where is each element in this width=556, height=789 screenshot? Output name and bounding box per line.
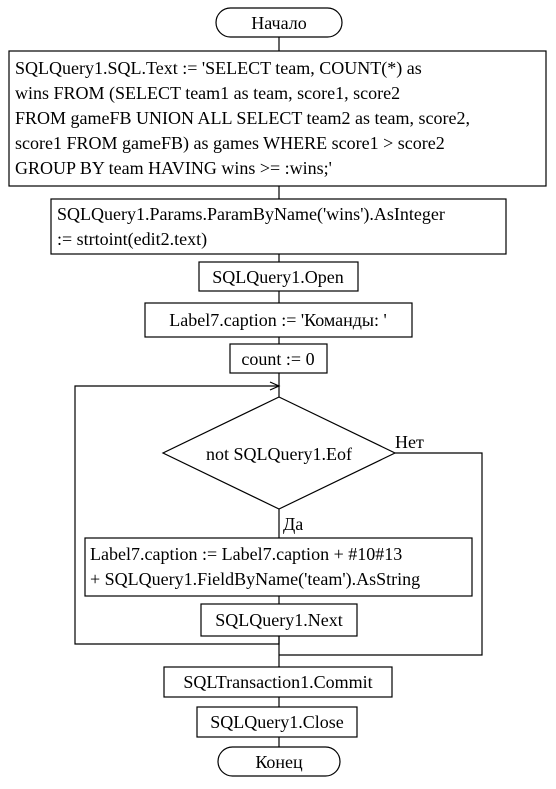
next-label: SQLQuery1.Next [215,610,342,630]
count-init-label: count := 0 [241,349,314,369]
sql-text-process: SQLQuery1.SQL.Text := 'SELECT team, COUN… [8,50,547,187]
commit-label: SQLTransaction1.Commit [183,672,372,692]
sql-text-line: SQLQuery1.SQL.Text := 'SELECT team, COUN… [15,58,422,79]
param-line: SQLQuery1.Params.ParamByName('wins').AsI… [57,204,445,225]
sql-text-line: wins FROM (SELECT team1 as team, score1,… [15,83,400,104]
no-branch-label: Нет [395,432,424,452]
close-process: SQLQuery1.Close [196,706,358,738]
end-terminator: Конец [217,746,341,777]
next-process: SQLQuery1.Next [200,603,358,637]
loop-body-process: Label7.caption := Label7.caption + #10#1… [84,537,473,597]
param-process: SQLQuery1.Params.ParamByName('wins').AsI… [50,198,507,255]
loop-body-line: Label7.caption := Label7.caption + #10#1… [90,544,402,564]
yes-branch-label: Да [283,514,303,534]
connector-lines [74,37,483,747]
label-init-process: Label7.caption := 'Команды: ' [144,302,413,338]
eof-decision: not SQLQuery1.Eof [161,396,397,510]
sql-text-line: score1 FROM gameFB) as games WHERE score… [15,133,445,154]
start-terminator: Начало [215,7,343,38]
start-label: Начало [251,13,306,33]
loop-body-line: + SQLQuery1.FieldByName('team').AsString [90,569,420,590]
param-line: := strtoint(edit2.text) [57,229,207,250]
label-init-label: Label7.caption := 'Команды: ' [169,310,387,330]
sql-text-line: GROUP BY team HAVING wins >= :wins;' [15,158,332,178]
end-label: Конец [255,752,303,772]
open-process: SQLQuery1.Open [198,261,359,292]
commit-process: SQLTransaction1.Commit [163,666,393,698]
count-init-process: count := 0 [229,343,328,374]
condition-label: not SQLQuery1.Eof [206,444,352,464]
open-label: SQLQuery1.Open [212,267,343,287]
sql-text-line: FROM gameFB UNION ALL SELECT team2 as te… [15,108,470,128]
close-label: SQLQuery1.Close [210,712,344,732]
